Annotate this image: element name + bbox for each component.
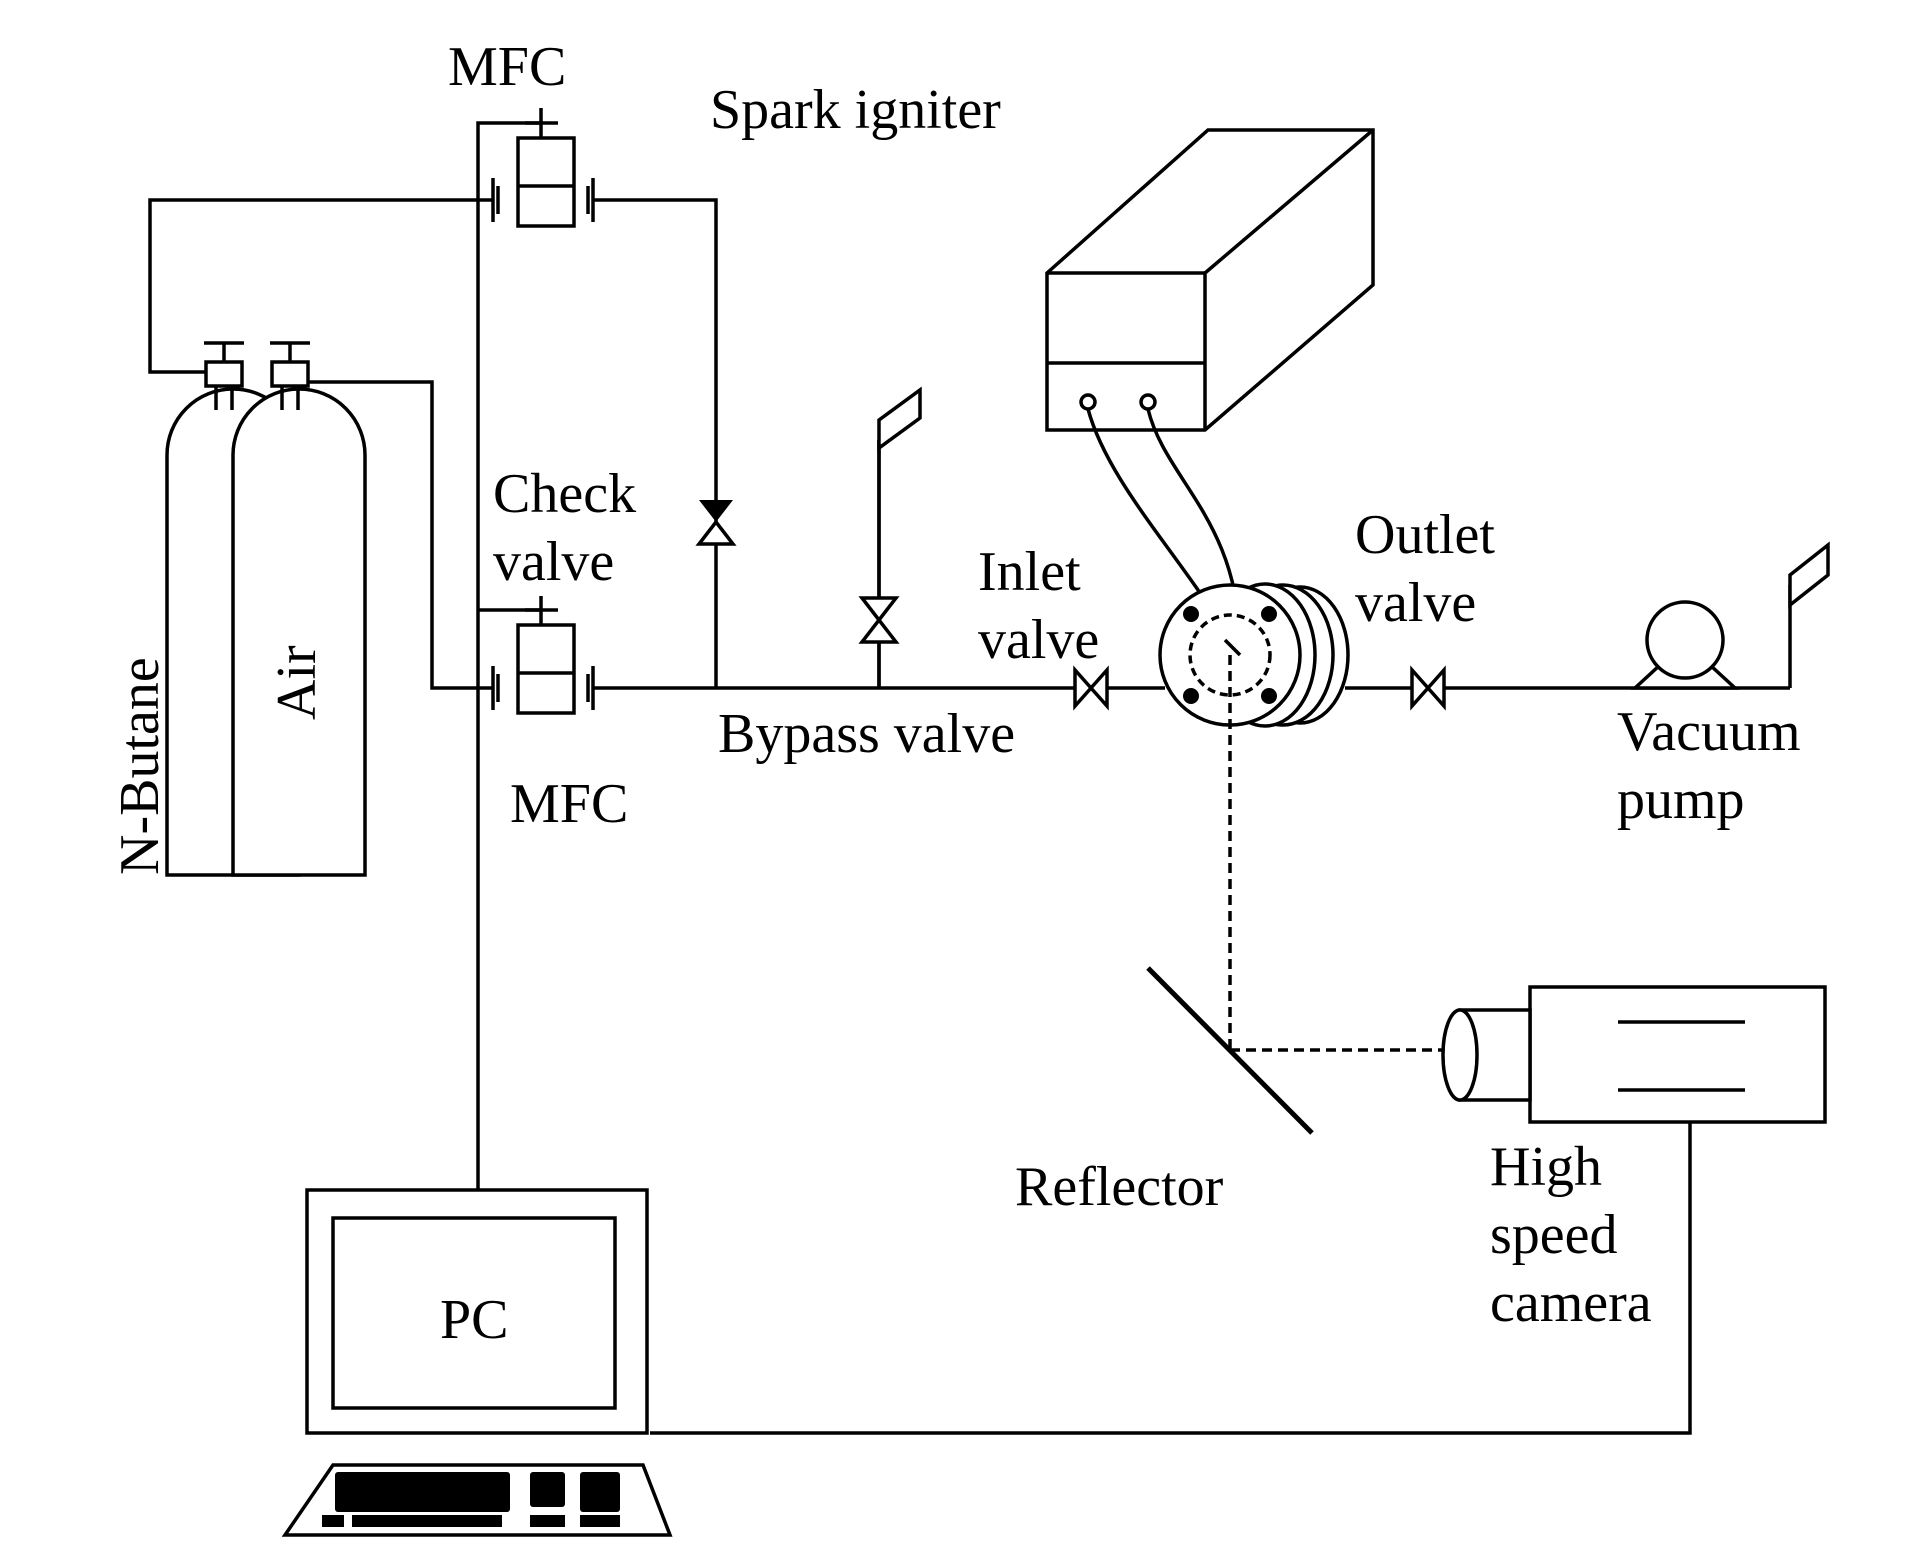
keyboard	[281, 1463, 673, 1537]
reflector-label: Reflector	[1015, 1156, 1224, 1218]
gas-lines	[148, 121, 1792, 1190]
outlet-valve-symbol: Outlet valve	[1355, 504, 1495, 711]
inlet-valve-label-line1: Inlet	[978, 541, 1081, 603]
n-butane-label: N-Butane	[109, 657, 171, 875]
bypass-valve-label: Bypass valve	[718, 703, 1015, 765]
camera-label-line1: High	[1490, 1136, 1602, 1198]
check-valve-symbol	[695, 500, 737, 546]
camera-pc-cable	[650, 1122, 1692, 1435]
combustion-chamber	[1158, 582, 1350, 728]
high-speed-camera: High speed camera	[1441, 985, 1827, 1334]
optical-path: Reflector	[1015, 655, 1460, 1218]
camera-label-line3: camera	[1490, 1272, 1652, 1334]
check-valve-label-line1: Check	[493, 463, 636, 525]
mfc-top: MFC	[448, 36, 595, 228]
mfc-top-label: MFC	[448, 36, 566, 98]
camera-label-line2: speed	[1490, 1204, 1618, 1266]
outlet-valve-label-line2: valve	[1355, 572, 1476, 634]
inlet-valve-symbol: Inlet valve	[978, 541, 1109, 711]
inlet-valve-label-line2: valve	[978, 609, 1099, 671]
air-label: Air	[266, 645, 328, 720]
air-cylinder-valve	[270, 341, 310, 410]
vacuum-pump-label-line2: pump	[1617, 769, 1745, 831]
mfc-bottom: MFC	[491, 596, 628, 835]
spark-igniter-label: Spark igniter	[710, 79, 1001, 141]
pc-label: PC	[440, 1289, 509, 1351]
spark-igniter: Spark igniter	[710, 79, 1375, 656]
vacuum-pump: Vacuum pump	[1617, 541, 1830, 831]
pc: PC	[281, 1188, 673, 1537]
n-butane-cylinder-valve	[204, 341, 244, 410]
check-valve-label-line2: valve	[493, 531, 614, 593]
outlet-valve-label-line1: Outlet	[1355, 504, 1495, 566]
vacuum-pump-label-line1: Vacuum	[1617, 701, 1801, 763]
bypass-valve-symbol: Bypass valve	[718, 386, 1015, 765]
gas-cylinders: N-Butane Air	[109, 341, 367, 877]
mfc-bottom-label: MFC	[510, 773, 628, 835]
